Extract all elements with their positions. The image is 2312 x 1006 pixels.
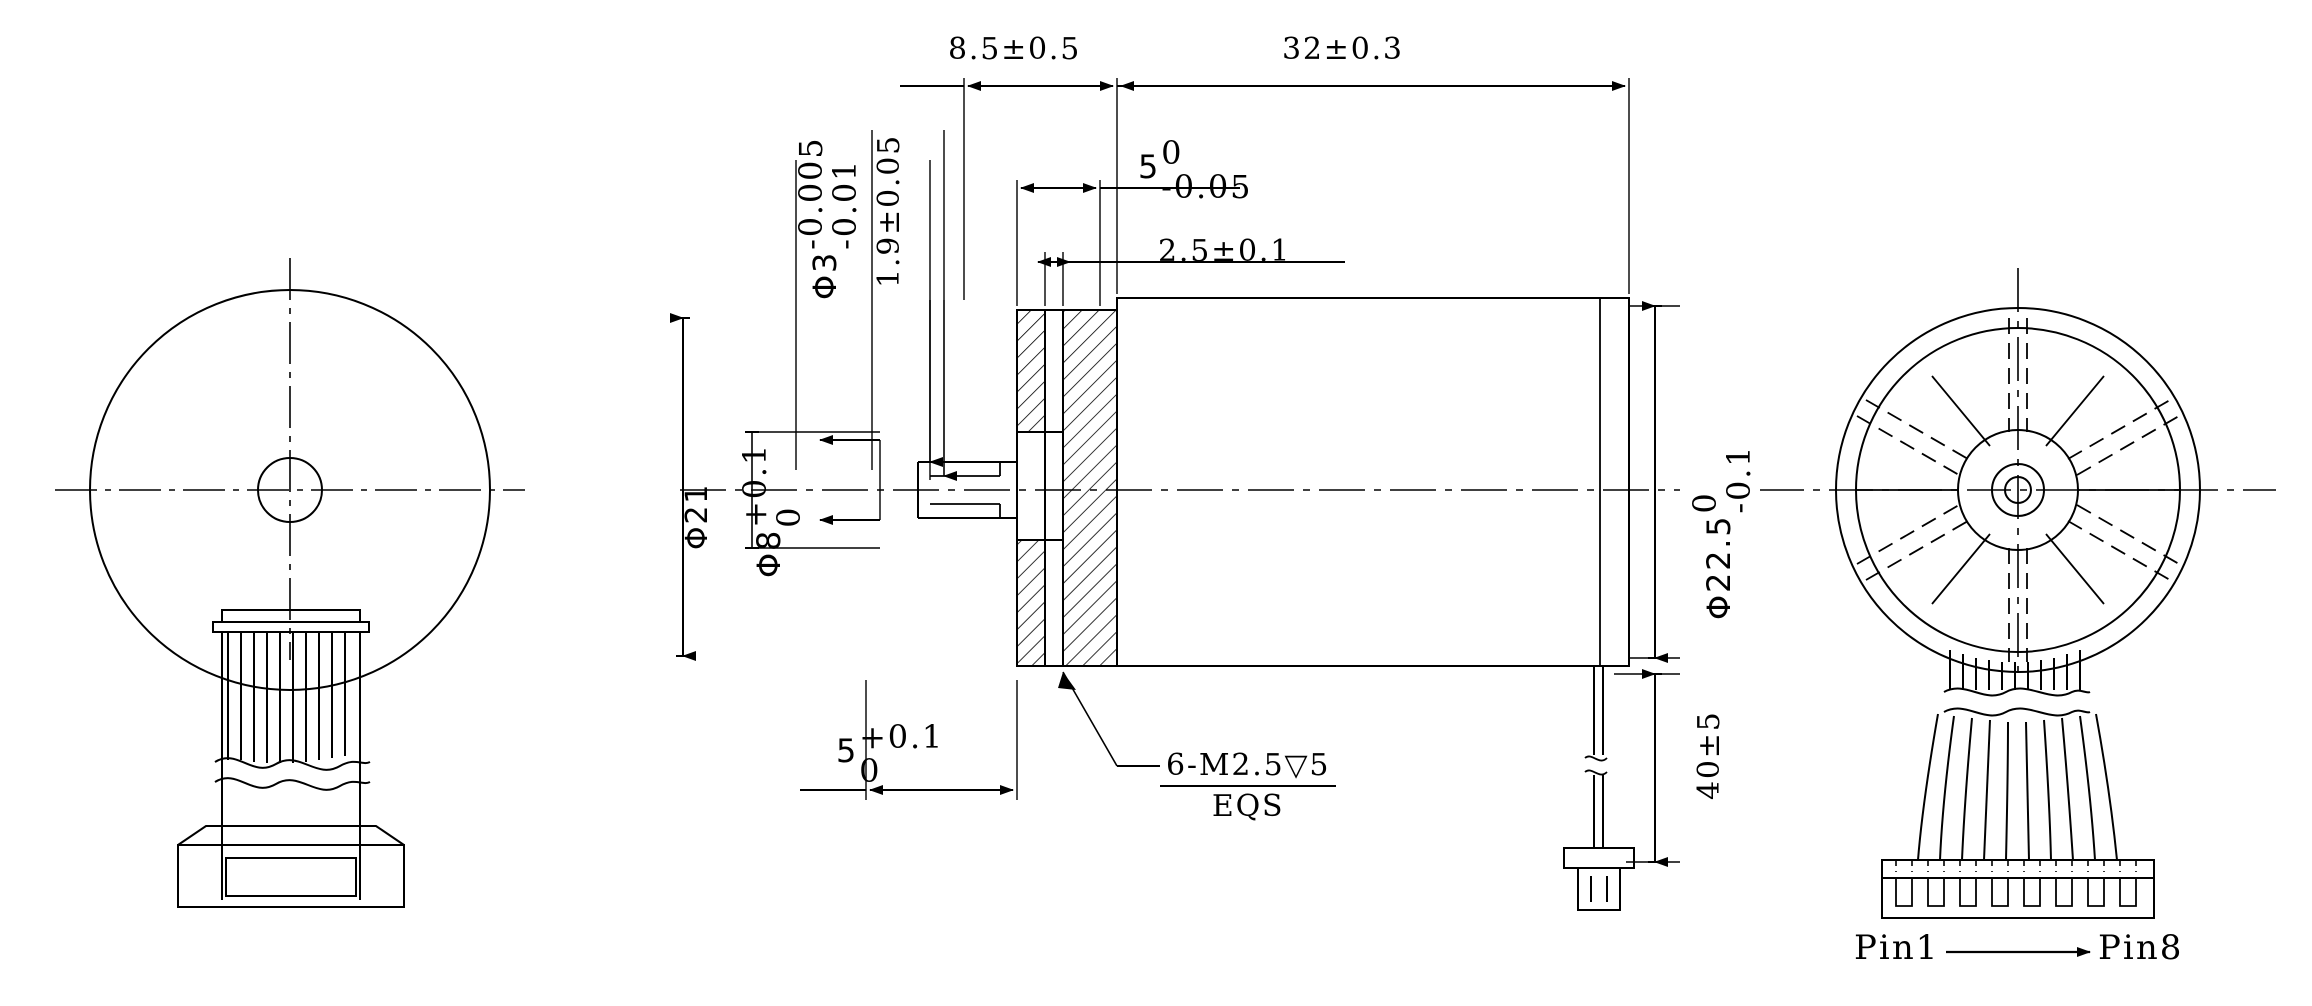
note-thread-callout-bottom: EQS — [1211, 789, 1285, 824]
dim-body-dia-22_5 — [1629, 301, 1680, 663]
dim-pilot-dia-8-upper: +0.1 — [736, 442, 775, 528]
dim-label-cable-40: 40±5 — [1692, 710, 1727, 800]
pilot-boss — [1016, 431, 1063, 541]
note-thread-callout: 6-M2.5▽5 EQS — [1160, 748, 1337, 824]
connector-pin-first-label: Pin1 — [1854, 928, 1940, 968]
dim-body-dia-22_5-lower: -0.1 — [1719, 444, 1758, 514]
dim-pilot-dia-8 — [745, 431, 881, 549]
dim-label-flange-8_5: 8.5±0.5 — [948, 32, 1082, 67]
dim-pilot-dia-8-lower: 0 — [769, 505, 808, 528]
dim-label-shaft-dia-3: Φ3-0.005-0.01 — [792, 136, 864, 300]
dim-body-dia-22_5-upper: 0 — [1686, 491, 1725, 514]
note-thread-callout-top: 6-M2.5▽5 — [1160, 748, 1337, 787]
dim-shoulder-5-upper: 0 — [1161, 134, 1184, 173]
dim-label-flange-dia-21: Φ21 — [680, 483, 715, 550]
right-view-centerlines — [1760, 268, 2276, 672]
right-end-view — [1760, 268, 2276, 957]
dim-body-32 — [1120, 78, 1630, 294]
left-view-centerlines — [55, 258, 525, 660]
dim-shoulder-5 — [1016, 180, 1240, 306]
dim-flat-1_9 — [871, 130, 957, 481]
left-view-connector-shell — [177, 844, 405, 908]
leader-thread-callout — [1058, 671, 1160, 767]
dim-shaft-dia-3-symbol: Φ3 — [806, 250, 844, 300]
dim-pilot-dia-8-symbol: Φ8 — [750, 528, 788, 578]
dim-flange-dia-21 — [670, 313, 696, 661]
dim-bolt-spacing-5 — [800, 680, 1018, 800]
right-view-cable-assembly — [1881, 650, 2155, 919]
motor-body-outline — [1116, 297, 1630, 667]
dim-shoulder-5-lower: -0.05 — [1161, 167, 1253, 206]
dim-shoulder-5-value: 5 — [1138, 148, 1161, 186]
dim-bolt-spacing-5-lower: 0 — [859, 751, 882, 790]
dim-label-flat-1_9: 1.9±0.05 — [872, 133, 907, 288]
dim-shaft-dia-3-upper: -0.005 — [792, 136, 831, 250]
dim-bolt-spacing-5-value: 5 — [836, 732, 859, 770]
center-section-view — [670, 78, 1680, 911]
connector-pin-last-label: Pin8 — [2098, 928, 2184, 968]
dim-shaft-dia-3 — [795, 160, 943, 480]
dim-shaft-dia-3-lower: -0.01 — [825, 158, 864, 250]
dim-cable-40 — [1614, 669, 1680, 867]
dim-bolt-spacing-5-upper: +0.1 — [859, 718, 945, 757]
dim-flange-dia-21-symbol: Φ21 — [680, 482, 715, 550]
dim-label-body-32: 32±0.3 — [1282, 32, 1404, 67]
dim-label-boss-2_5: 2.5±0.1 — [1158, 234, 1292, 269]
left-view-cable-assembly — [177, 609, 405, 908]
right-view-connector-shell — [1881, 859, 2155, 919]
left-end-view — [55, 258, 525, 908]
center-view-cable — [1563, 666, 1635, 911]
dim-body-dia-22_5-symbol: Φ22.5 — [1700, 514, 1738, 620]
dim-boss-2_5 — [1037, 252, 1345, 306]
right-view-hidden-spokes — [1856, 318, 2180, 662]
